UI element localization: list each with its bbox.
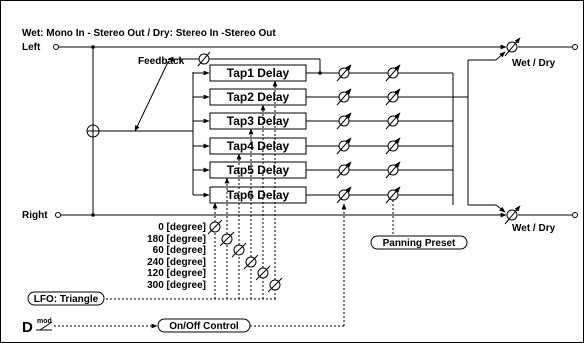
feedback-arrow (134, 61, 169, 132)
phase-offset-icons (207, 219, 283, 293)
feedback-level-icon (197, 51, 211, 67)
left-input-terminal (53, 44, 59, 50)
wet-dry-top-icon (504, 37, 521, 57)
right-output-terminal (572, 212, 578, 218)
phase-300-label: 300 [degree] (147, 280, 206, 291)
left-junction (91, 45, 95, 49)
dmod-superscript: mod (37, 318, 52, 325)
lfo-label: LFO: Triangle (34, 294, 99, 305)
wet-dry-top-label: Wet / Dry (512, 58, 556, 69)
diagram-title: Wet: Mono In - Stereo Out / Dry: Stereo … (22, 28, 276, 39)
left-input-label: Left (22, 42, 41, 53)
tap4-level-icon (336, 137, 352, 155)
onoff-control-label: On/Off Control (169, 321, 239, 332)
wet-dry-bottom-label: Wet / Dry (512, 223, 556, 234)
phase-60-icon (231, 242, 247, 258)
tap2-delay-label: Tap2 Delay (227, 90, 290, 104)
tap1-level-icon (336, 64, 352, 82)
tap-input-arrows (193, 70, 210, 198)
tap6-delay-label: Tap6 Delay (227, 188, 290, 202)
phase-240-label: 240 [degree] (147, 257, 206, 268)
tap4-pan-icon (385, 137, 401, 155)
tap1-pan-icon (385, 64, 401, 82)
tap-pan-icons (385, 64, 401, 204)
tap3-delay-label: Tap3 Delay (227, 114, 290, 128)
phase-120-icon (255, 265, 271, 281)
right-junction (91, 213, 95, 217)
phase-0-label: 0 [degree] (158, 222, 206, 233)
lfo-pill (27, 291, 105, 306)
left-output-terminal (572, 44, 578, 50)
phase-180-icon (219, 231, 235, 247)
wet-dry-bottom-icon (504, 205, 521, 225)
tap5-pan-icon (385, 161, 401, 179)
phase-0-icon (207, 219, 223, 235)
phase-180-label: 180 [degree] (147, 234, 206, 245)
tap-level-icons (336, 64, 352, 204)
tap6-level-icon (336, 186, 352, 204)
tap3-pan-icon (385, 112, 401, 130)
panning-preset-pill (370, 235, 468, 250)
stereo-output-buses (452, 51, 506, 213)
tap1-delay-label: Tap1 Delay (227, 66, 290, 80)
phase-120-label: 120 [degree] (147, 268, 206, 279)
tap-output-lines (306, 71, 453, 196)
lfo-modulation-lines (102, 80, 278, 300)
tap3-level-icon (336, 112, 352, 130)
dmod-letter: D (22, 319, 33, 336)
tap-delay-group: Tap1 Delay Tap2 Delay Tap3 Delay Tap4 De… (209, 64, 307, 204)
phase-60-label: 60 [degree] (153, 245, 206, 256)
phase-labels: 0 [degree] 180 [degree] 60 [degree] 240 … (147, 222, 206, 291)
dmod-switch-icon (36, 321, 53, 331)
feedback-label: Feedback (138, 56, 185, 67)
phase-240-icon (243, 254, 259, 270)
right-input-terminal (55, 212, 61, 218)
right-input-label: Right (22, 210, 48, 221)
tap5-delay-label: Tap5 Delay (227, 163, 290, 177)
tap2-level-icon (336, 88, 352, 106)
phase-300-icon (267, 277, 283, 293)
tap2-pan-icon (385, 88, 401, 106)
panning-preset-label: Panning Preset (383, 238, 456, 249)
tap5-level-icon (336, 161, 352, 179)
tap4-delay-label: Tap4 Delay (227, 139, 290, 153)
